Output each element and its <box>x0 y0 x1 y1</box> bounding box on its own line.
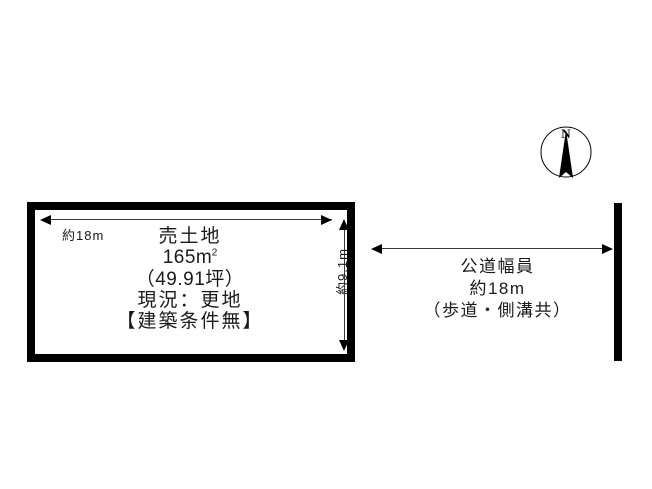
road-arrow-right-head <box>602 244 613 254</box>
parcel-area-unit-exponent: 2 <box>211 247 218 259</box>
land-parcel-outline <box>27 202 355 362</box>
parcel-info-text-block: 売土地 165m2 （49.91坪） 現況：更地 【建築条件無】 <box>40 226 340 332</box>
parcel-title: 売土地 <box>158 226 222 247</box>
road-width-title: 公道幅員 <box>460 257 535 276</box>
width-arrow-left-head <box>40 215 51 225</box>
parcel-area-tsubo: （49.91坪） <box>135 268 245 290</box>
compass-north-icon: N <box>540 124 592 180</box>
parcel-area-unit: m <box>195 247 212 269</box>
depth-arrow-top-head <box>339 219 349 230</box>
road-width-dimension-line <box>379 248 611 249</box>
width-arrow-right-head <box>321 215 332 225</box>
depth-arrow-bottom-head <box>339 340 349 351</box>
parcel-area: 165m2 <box>40 247 340 268</box>
width-dimension-label: 約18m <box>62 228 105 243</box>
parcel-condition: 現況：更地 <box>137 289 243 311</box>
depth-dimension-line <box>344 228 345 346</box>
road-arrow-left-head <box>371 244 382 254</box>
parcel-area-value: 165 <box>162 247 196 269</box>
road-width-value: 約18m <box>469 279 526 299</box>
road-far-edge-bar <box>614 203 622 361</box>
road-width-detail: （歩道・側溝共） <box>423 301 572 321</box>
width-dimension-line <box>47 219 332 220</box>
compass-north-label: N <box>561 126 571 141</box>
parcel-building-condition-note: 【建築条件無】 <box>116 311 264 333</box>
road-width-label-block: 公道幅員 約18m （歩道・側溝共） <box>385 256 610 322</box>
